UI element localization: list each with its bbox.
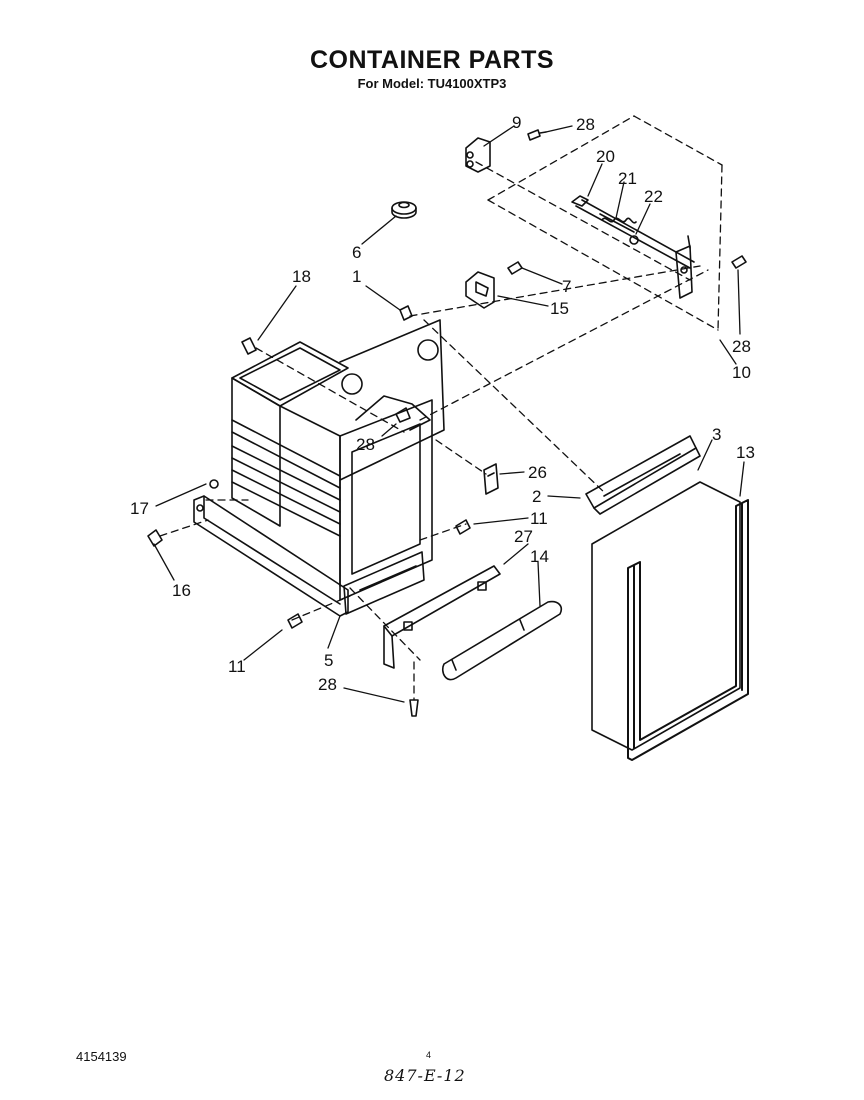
callout-6: 6 xyxy=(352,243,361,262)
part-6-grommet xyxy=(391,201,417,219)
page-title: CONTAINER PARTS xyxy=(309,46,555,74)
part-18-screw xyxy=(241,337,257,355)
callout-labels: 9 28 20 21 22 6 18 1 7 15 28 10 28 26 3 … xyxy=(130,113,755,694)
leader-lines xyxy=(153,125,745,703)
door-panel xyxy=(591,481,741,751)
part-9-bracket xyxy=(465,137,491,173)
callout-28: 28 xyxy=(732,337,751,356)
callout-5: 5 xyxy=(324,651,333,670)
part-17-grommet xyxy=(209,479,219,489)
callout-18: 18 xyxy=(292,267,311,286)
callout-11: 11 xyxy=(530,509,548,528)
part-15-bracket xyxy=(465,271,495,309)
page-mark: 4 xyxy=(426,1050,432,1060)
part-11-screw-mid xyxy=(455,519,471,535)
callout-1: 1 xyxy=(352,267,361,286)
callout-27: 27 xyxy=(514,527,533,546)
document-number: 4154139 xyxy=(76,1049,127,1064)
part-28-screw-bottom xyxy=(409,699,419,717)
dashed-assembly-frame xyxy=(159,115,723,701)
part-26-clip xyxy=(483,463,499,495)
container-housing xyxy=(231,319,445,615)
part-7-screw xyxy=(507,261,523,275)
part-28-screw-right xyxy=(731,255,747,269)
part-21-spring xyxy=(599,213,637,233)
callout-20: 20 xyxy=(596,147,615,166)
callout-28: 28 xyxy=(318,675,337,694)
part-14-handle xyxy=(441,600,563,681)
callout-16: 16 xyxy=(172,581,191,600)
callout-22: 22 xyxy=(644,187,663,206)
part-13-gasket xyxy=(627,499,749,761)
callout-15: 15 xyxy=(550,299,569,318)
part-1-screw xyxy=(399,305,413,321)
callout-9: 9 xyxy=(512,113,521,132)
model-subtitle: For Model: TU4100XTP3 xyxy=(357,76,507,91)
part-2-trim xyxy=(585,435,701,515)
part-11-screw-left xyxy=(287,613,303,629)
part-22-washer xyxy=(629,235,639,245)
callout-3: 3 xyxy=(712,425,721,444)
callout-17: 17 xyxy=(130,499,149,518)
part-27-bracket xyxy=(383,565,501,669)
callout-21: 21 xyxy=(618,169,637,188)
callout-11: 11 xyxy=(228,657,246,676)
callout-13: 13 xyxy=(736,443,755,462)
part-28-screw-top xyxy=(527,129,547,141)
callout-28: 28 xyxy=(576,115,595,134)
part-5-rail xyxy=(193,495,349,617)
callout-7: 7 xyxy=(562,277,571,296)
callout-10: 10 xyxy=(732,363,751,382)
handwritten-code: 847-E-12 xyxy=(384,1066,466,1085)
callout-28: 28 xyxy=(356,435,375,454)
part-28-screw-center xyxy=(395,407,411,423)
callout-2: 2 xyxy=(532,487,541,506)
part-16-screw xyxy=(147,529,163,547)
callout-26: 26 xyxy=(528,463,547,482)
callout-14: 14 xyxy=(530,547,549,566)
part-10-bracket xyxy=(675,235,693,299)
